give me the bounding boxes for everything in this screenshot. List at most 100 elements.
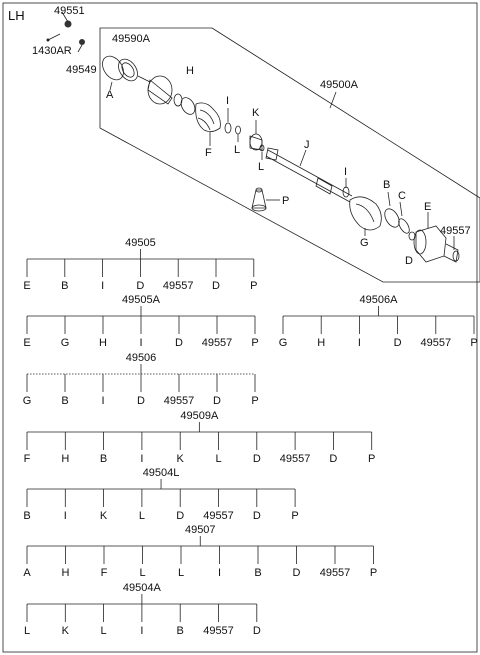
kit-item: D [137,395,145,407]
callout-k: K [252,107,260,119]
kit-item: P [250,280,257,292]
kit-item: 49557 [320,567,351,579]
kit-item: 49557 [164,395,195,407]
kit-item: H [61,453,69,465]
kit-item: F [24,453,31,465]
kit-item: P [251,337,258,349]
kit-item: I [358,337,361,349]
kit-item: B [61,280,68,292]
kit-item: H [62,567,70,579]
kit-code: 49504L [143,467,180,479]
kit-item: L [178,567,184,579]
kit-item: D [213,395,221,407]
kit-item: 49557 [163,280,194,292]
kit-item: I [101,280,104,292]
callout-e: E [424,201,431,213]
kit-item: D [253,625,261,637]
kit-item: D [136,280,144,292]
kit-code: 49505 [125,237,156,249]
boot-g [342,178,416,241]
kit-item: A [23,567,31,579]
callout-f: F [205,147,212,159]
boot-p [251,187,280,212]
kit-item: D [329,453,337,465]
callout-b: B [383,179,390,191]
kit-item: 49557 [421,337,452,349]
kit-code: 49509A [180,410,219,422]
kit-code: 49507 [185,524,216,536]
kit-item: 49557 [203,625,234,637]
kit-item: I [218,567,221,579]
kit-item: D [253,510,261,522]
kit-code: 49505A [122,294,161,306]
callout-labels: 49551 1430AR 49549 49590A A H F I K L L … [32,5,471,267]
callout-p: P [282,195,289,207]
kit-item: G [23,395,32,407]
kit-item: H [317,337,325,349]
kit-item: D [253,453,261,465]
kit-item: G [279,337,288,349]
kit-item: D [175,337,183,349]
kit-item: B [61,395,68,407]
kit-item: 49557 [280,453,311,465]
kit-item: I [139,337,142,349]
kit-item: B [177,625,184,637]
callout-49549: 49549 [66,64,97,76]
drive-shaft-j [265,147,353,203]
callout-1430ar: 1430AR [32,45,72,57]
callout-j: J [304,139,310,151]
outer-cv-joint [137,75,196,115]
kit-item: G [61,337,70,349]
kit-item: F [101,567,108,579]
inner-joint-e [413,212,460,263]
callout-h: H [186,65,194,77]
callout-l-left: L [234,144,240,156]
kit-item: B [23,510,30,522]
ring-a [102,55,138,91]
kit-item: K [100,510,108,522]
kit-item: I [140,625,143,637]
clamps-center [224,108,265,160]
callout-a: A [106,89,114,101]
callout-c: C [398,190,406,202]
kit-item: I [64,510,67,522]
assembly-label: 49500A [320,79,359,91]
kit-item: P [291,510,298,522]
kit-code: 49506 [126,352,157,364]
bolt-nut-parts [46,11,85,53]
kit-item: L [24,625,30,637]
kit-item: B [254,567,261,579]
callout-i-top: I [226,95,229,107]
region-label: LH [8,8,25,23]
kit-item: E [23,337,30,349]
kit-item: B [100,453,107,465]
kit-item: P [370,567,377,579]
kit-item: 49557 [202,337,233,349]
boot-f [195,102,221,146]
callout-49557: 49557 [440,225,471,237]
callout-g: G [360,237,369,249]
kit-item: E [23,280,30,292]
kit-item: L [215,453,221,465]
assembly-box [99,27,480,283]
kit-item: K [62,625,70,637]
kit-item: 49557 [203,510,234,522]
kit-item: L [139,567,145,579]
kit-item: D [293,567,301,579]
kit-item: K [177,453,185,465]
callout-d: D [405,255,413,267]
kit-item: L [139,510,145,522]
kit-item: P [251,395,258,407]
kit-item: D [212,280,220,292]
kit-item: L [101,625,107,637]
assembly-leader [329,91,337,109]
kit-code: 49506A [360,294,399,306]
